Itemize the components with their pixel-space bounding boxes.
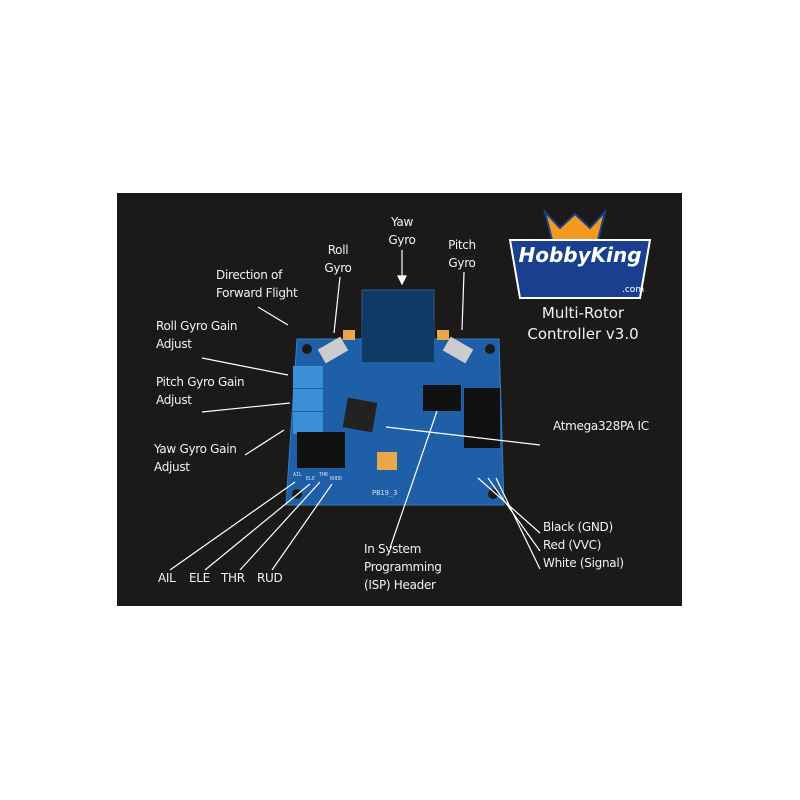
board-id-silkscreen: PB19_3: [372, 489, 397, 497]
label-input-ail: AIL: [158, 571, 176, 585]
label-input-rud: RUD: [257, 571, 283, 585]
product-title-line1: Multi-Rotor: [541, 304, 625, 322]
silkscreen-ail: AIL: [293, 472, 302, 478]
product-title-line2: Controller v3.0: [527, 325, 639, 343]
controller-board: PB19_3 AIL ELE THR RUDD: [285, 320, 505, 506]
hobbyking-logo: HobbyKing .com: [508, 208, 652, 299]
input-headers: [297, 432, 345, 468]
svg-text:HobbyKing: HobbyKing: [518, 243, 641, 267]
silkscreen-thr: THR: [319, 472, 329, 478]
svg-text:.com: .com: [622, 285, 644, 295]
label-outputs: Black (GND)Red (VVC)White (Signal): [543, 520, 624, 570]
output-headers: [464, 388, 500, 448]
isp-header: [423, 385, 461, 411]
callout-arrows: [169, 250, 541, 571]
silkscreen-rudd: RUDD: [330, 476, 342, 482]
label-input-thr: THR: [221, 571, 245, 585]
atmega-chip: [342, 397, 378, 433]
silkscreen-ele: ELE: [306, 476, 315, 482]
label-ic: Atmega328PA IC: [553, 419, 649, 433]
label-input-ele: ELE: [189, 571, 210, 585]
input-silkscreen: AIL ELE THR RUDD: [293, 472, 342, 482]
gain-potentiometers: [293, 366, 323, 434]
